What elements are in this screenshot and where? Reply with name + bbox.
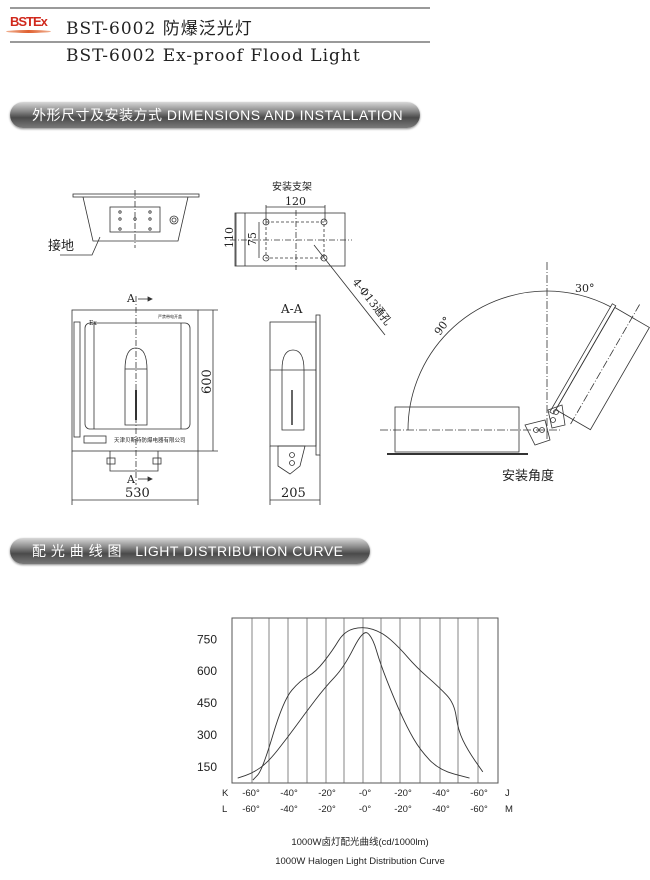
grounding-label: 接地 <box>48 238 74 254</box>
series-line-2 <box>252 627 484 781</box>
y-tick-label: 750 <box>197 632 217 646</box>
y-tick-label: 450 <box>197 696 217 710</box>
chart-series <box>237 627 484 781</box>
install-angle-label: 安装角度 <box>502 468 554 484</box>
dim-600: 600 <box>200 369 215 394</box>
x-tick-label: -40° <box>432 788 450 799</box>
x-tick-label: -20° <box>394 788 412 799</box>
brand-logo: BSTEx <box>6 14 51 33</box>
nameplate-ex: Ex <box>89 320 97 327</box>
section-mark-bottom: A <box>126 473 136 486</box>
angle-90-label: 90° <box>432 314 454 337</box>
bracket-label: 安装支架 <box>272 180 312 193</box>
dim-530: 530 <box>125 486 150 501</box>
y-axis-ticks: 150 300 450 600 750 <box>197 632 217 774</box>
x-tick-label: -60° <box>470 788 488 799</box>
top-view-drawing: 接地 <box>48 190 200 256</box>
title-cn: BST-6002 防爆泛光灯 <box>66 19 253 39</box>
section-banner-light-curve: 配 光 曲 线 图 LIGHT DISTRIBUTION CURVE <box>10 538 370 564</box>
x-tick-label: -40° <box>280 788 298 799</box>
nameplate-warning: 严禁带电开盖 <box>158 313 182 319</box>
install-angle-drawing: 90° 30° 安装角度 <box>380 262 650 484</box>
section-mark-top: A <box>126 292 136 305</box>
angle-30-label: 30° <box>575 282 595 295</box>
chart-grid <box>231 617 499 784</box>
x-row-right-label: J <box>505 788 510 799</box>
x-row-right-label: M <box>505 804 513 815</box>
section-view-label: A-A <box>280 302 303 316</box>
x-tick-label: -20° <box>394 804 412 815</box>
dim-110: 110 <box>223 227 236 248</box>
x-tick-label: -40° <box>280 804 298 815</box>
x-tick-label: -60° <box>242 804 260 815</box>
plot-frame <box>231 617 499 784</box>
dim-120: 120 <box>285 195 306 208</box>
section-view-drawing: A-A 205 <box>269 302 321 505</box>
x-tick-label: -20° <box>318 804 336 815</box>
dimension-drawings: 接地 安装支架 120 110 75 4-Φ13通孔 Ex 严禁带电开盖 天津贝… <box>48 180 650 505</box>
x-row-left-label: K <box>222 788 229 799</box>
mounting-bracket-drawing: 安装支架 120 110 75 4-Φ13通孔 <box>223 180 395 336</box>
y-tick-label: 300 <box>197 728 217 742</box>
hole-spec-label: 4-Φ13通孔 <box>350 276 395 328</box>
chart-subtitle: 1000W Halogen Light Distribution Curve <box>275 856 445 867</box>
x-tick-label: -0° <box>359 788 371 799</box>
dim-75: 75 <box>246 232 259 246</box>
dim-205: 205 <box>281 486 306 501</box>
header-rule-top <box>10 7 430 9</box>
x-tick-label: -60° <box>470 804 488 815</box>
front-view-drawing: Ex 严禁带电开盖 天津贝斯特防爆电器有限公司 A A 600 530 <box>71 292 218 505</box>
x-tick-label: -40° <box>432 804 450 815</box>
x-tick-label: -0° <box>359 804 371 815</box>
x-axis-rows: K J -60° -40° -20° -0° -20° -40° -60° L M -60° -40° -… <box>222 788 513 815</box>
section-banner-dimensions: 外形尺寸及安装方式 DIMENSIONS AND INSTALLATION <box>10 102 420 128</box>
series-line-1 <box>237 632 470 779</box>
x-tick-label: -20° <box>318 788 336 799</box>
light-distribution-chart: 150 300 450 600 750 K J -60° -40° -20° -0° -20° -40… <box>197 617 513 867</box>
y-tick-label: 600 <box>197 664 217 678</box>
chart-title: 1000W卤灯配光曲线(cd/1000lm) <box>291 836 428 848</box>
x-row-left-label: L <box>222 804 227 815</box>
company-label: 天津贝斯特防爆电器有限公司 <box>114 436 186 444</box>
header-rule-middle <box>10 41 430 43</box>
x-tick-label: -60° <box>242 788 260 799</box>
title-en: BST-6002 Ex-proof Flood Light <box>66 46 361 66</box>
y-tick-label: 150 <box>197 760 217 774</box>
